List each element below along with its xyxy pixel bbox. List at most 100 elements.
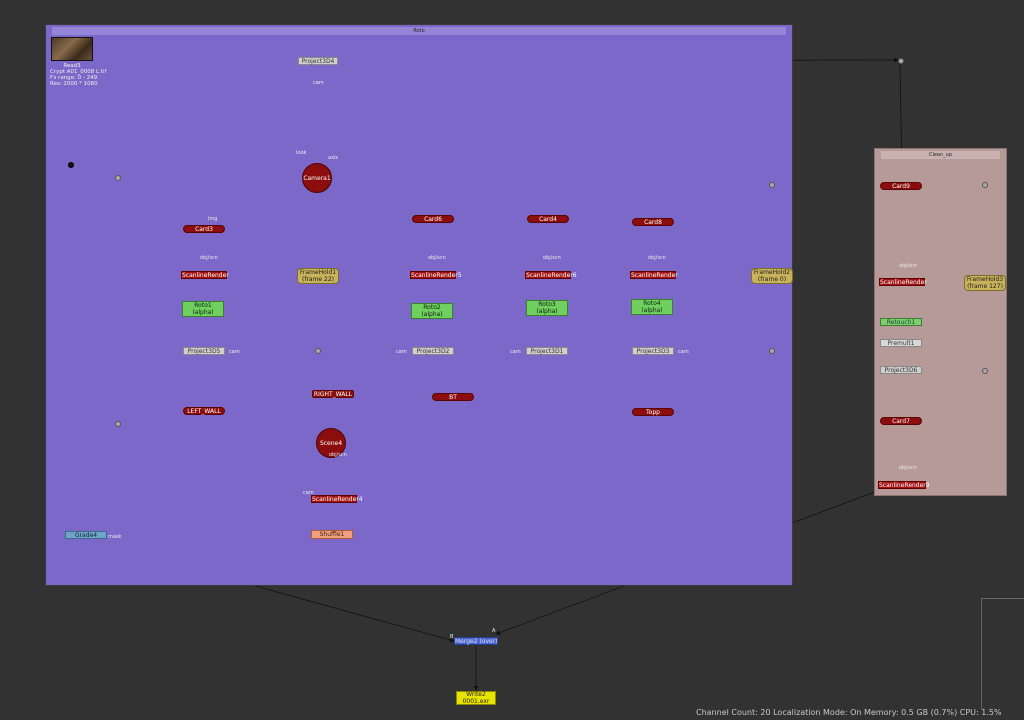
left-wall-node[interactable]: LEFT_WALL	[183, 407, 225, 415]
dot-right-mid[interactable]	[769, 348, 775, 354]
scanlinerender5-node[interactable]: ScanlineRender5	[410, 271, 462, 279]
card7-node[interactable]: Card7	[880, 417, 922, 425]
left-wall-label: LEFT_WALL	[187, 408, 221, 415]
write2-label: Write2	[466, 691, 486, 698]
camera1-label: Camera1	[303, 175, 331, 182]
card9-node[interactable]: Card9	[880, 182, 922, 190]
dot-cleanup-right[interactable]	[982, 182, 988, 188]
scan-clean-label: ScanlineRender	[880, 279, 927, 286]
scene4-node[interactable]: Scene4	[316, 428, 346, 458]
project3d6-node[interactable]: Project3D6	[880, 366, 922, 374]
dot-read-branch[interactable]	[68, 162, 74, 168]
wire-label-objscn-scan9: obj/scn	[899, 465, 917, 471]
project3d4-label: Project3D4	[301, 58, 335, 65]
card8-label: Card8	[644, 219, 662, 226]
dot-right-top[interactable]	[769, 182, 775, 188]
dot-cleanup-right-bottom[interactable]	[982, 368, 988, 374]
wire-label-cam-scan4: cam	[303, 490, 314, 496]
camera1-node[interactable]: Camera1	[302, 163, 332, 193]
project3d2-node[interactable]: Project3D2	[412, 347, 454, 355]
retouch1-node[interactable]: Retouch1	[880, 318, 922, 326]
wire-label-cam-p3: cam	[678, 349, 689, 355]
scene4-label: Scene4	[319, 440, 343, 447]
roto3-channel: (alpha)	[536, 308, 558, 315]
card7-label: Card7	[892, 418, 910, 425]
roto1-label: Roto1	[194, 302, 212, 309]
write2-file: 0001.exr	[462, 697, 490, 705]
card3-label: Card3	[195, 226, 213, 233]
read3-node[interactable]: Read3 Crypt A01_0008 L.tif f's range: 0 …	[50, 37, 107, 93]
read-range: f's range: 0 - 249	[50, 75, 98, 81]
scan-mid-label: ScanlineRender5	[411, 272, 462, 279]
dot-center-mid[interactable]	[315, 348, 321, 354]
scan4-label: ScanlineRender4	[312, 496, 363, 503]
wire-label-objscn-mid2: obj/scn	[543, 255, 561, 261]
project3d1-node[interactable]: Project3D1	[526, 347, 568, 355]
wire-label-objscn-clean: obj/scn	[899, 263, 917, 269]
roto4-node[interactable]: Roto4(alpha)	[631, 299, 673, 315]
wire-label-b: B	[450, 634, 454, 640]
roto2-label: Roto2	[423, 304, 441, 311]
right-wall-label: RIGHT_WALL	[313, 391, 353, 398]
card6-label: Card6	[424, 216, 442, 223]
card8-node[interactable]: Card8	[632, 218, 674, 226]
wire-label-a: A	[492, 628, 496, 634]
dot-left-top[interactable]	[115, 175, 121, 181]
scanlinerender-left-node[interactable]: ScanlineRender	[181, 271, 229, 279]
project3d5-node[interactable]: Project3D5	[183, 347, 225, 355]
right-wall-node[interactable]: RIGHT_WALL	[312, 390, 354, 398]
project3d1-label: Project3D1	[530, 348, 564, 355]
shuffle1-node[interactable]: Shuffle1	[311, 530, 353, 539]
read-thumbnail	[51, 37, 93, 61]
card3-node[interactable]: Card3	[183, 225, 225, 233]
card4-node[interactable]: Card4	[527, 215, 569, 223]
retouch1-label: Retouch1	[886, 319, 916, 326]
roto2-node[interactable]: Roto2(alpha)	[411, 303, 453, 319]
read-name: Read3	[63, 63, 81, 69]
project3d3-node[interactable]: Project3D3	[632, 347, 674, 355]
framehold1-node[interactable]: FrameHold1(frame 22)	[297, 268, 339, 284]
grade4-label: Grade4	[74, 532, 98, 539]
bt-label: BT	[449, 394, 457, 401]
project3d4-node[interactable]: Project3D4	[298, 57, 338, 65]
dot-left-bottom[interactable]	[115, 421, 121, 427]
scanlinerender6-node[interactable]: ScanlineRender6	[525, 271, 577, 279]
card6-node[interactable]: Card6	[412, 215, 454, 223]
project3d3-label: Project3D3	[636, 348, 670, 355]
scanlinerender4-node[interactable]: ScanlineRender4	[311, 495, 363, 503]
scan-mid2-label: ScanlineRender6	[526, 272, 577, 279]
wire-label-objscn-left: obj/scn	[200, 255, 218, 261]
read-file: Crypt A01_0008 L.tif	[50, 69, 107, 75]
wire-label-mask: mask	[108, 534, 122, 540]
bt-node[interactable]: BT	[432, 393, 474, 401]
wire-label-cam-p5: cam	[229, 349, 240, 355]
premult1-node[interactable]: Premult1	[880, 339, 922, 347]
wire-label-cam-p1: cam	[510, 349, 521, 355]
wire-label-look: look	[296, 150, 307, 156]
topp-label: Topp	[646, 409, 660, 416]
card9-label: Card9	[892, 183, 910, 190]
project3d2-label: Project3D2	[416, 348, 450, 355]
grade4-node[interactable]: Grade4	[65, 531, 107, 539]
framehold2-node[interactable]: FrameHold2(frame 0)	[751, 268, 793, 284]
read-res: Res: 2000 * 1080	[50, 81, 98, 87]
merge2-node[interactable]: Merge2 (over)	[454, 637, 498, 645]
framehold2-label: FrameHold2	[753, 269, 791, 276]
dot-top-right[interactable]	[898, 58, 904, 64]
wire-label-objscn-right: obj/scn	[648, 255, 666, 261]
scan9-label: ScanlineRender9	[879, 482, 930, 489]
viewer-corner-frame	[981, 598, 1024, 709]
wire-label-axis: axis	[328, 155, 339, 161]
framehold1-frame: (frame 22)	[301, 276, 334, 283]
scanlinerender9-node[interactable]: ScanlineRender9	[878, 481, 930, 489]
framehold2-frame: (frame 0)	[757, 276, 787, 283]
roto1-channel: (alpha)	[192, 309, 214, 316]
roto1-node[interactable]: Roto1(alpha)	[182, 301, 224, 317]
scanlinerender-right-node[interactable]: ScanlineRender	[630, 271, 678, 279]
roto3-node[interactable]: Roto3(alpha)	[526, 300, 568, 316]
framehold3-node[interactable]: FrameHold3(frame 127)	[964, 275, 1006, 291]
scanlinerender-clean-node[interactable]: ScanlineRender	[879, 278, 927, 286]
topp-node[interactable]: Topp	[632, 408, 674, 416]
framehold3-label: FrameHold3	[966, 276, 1004, 283]
